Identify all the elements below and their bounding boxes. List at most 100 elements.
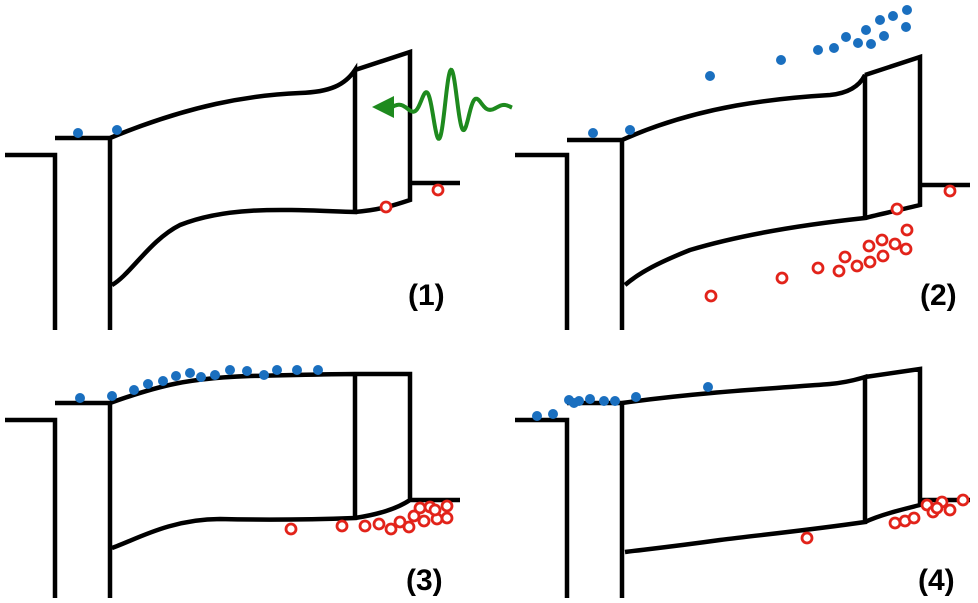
panel-3-electron <box>242 366 252 376</box>
panel-2-electron <box>829 43 839 53</box>
panel-3-electron <box>143 379 153 389</box>
panel-2-hole <box>775 271 789 285</box>
panel-3-hole <box>440 499 454 513</box>
panel-1-electrons <box>73 125 122 138</box>
panel-2-electron <box>861 25 871 35</box>
panel-4-electron <box>703 382 713 392</box>
panel-2-hole <box>888 237 902 251</box>
panel-4-electron <box>585 394 595 404</box>
panel-3-electron <box>272 365 282 375</box>
panel-2-electron <box>901 22 911 32</box>
panel-4: (4) <box>515 366 970 598</box>
panel-3-holes <box>284 499 454 536</box>
panel-2-electron <box>902 5 912 15</box>
panel-3-hole <box>384 522 398 536</box>
panel-3-electron <box>259 370 269 380</box>
panel-4-hole <box>930 501 944 515</box>
panel-3-hole <box>335 519 349 533</box>
panel-2-electron <box>888 11 898 21</box>
panel-2-band-edges <box>515 53 970 330</box>
panel-4-electron <box>569 398 579 408</box>
panel-4-hole <box>907 511 921 525</box>
panel-2-electron <box>866 39 876 49</box>
panel-1: (1) <box>5 48 513 330</box>
panel-2-electron <box>705 71 715 81</box>
panel-4-hole <box>800 531 814 545</box>
panel-4-hole <box>888 516 902 530</box>
panel-4-electron <box>610 396 620 406</box>
panel-3-hole <box>440 511 454 525</box>
panel-3-hole <box>402 520 416 534</box>
panel-3-hole <box>417 514 431 528</box>
panel-4-holes <box>800 493 970 545</box>
panel-3-electron <box>196 372 206 382</box>
panel-3-band-edges <box>5 371 460 598</box>
panel-1-label: (1) <box>408 279 445 312</box>
panel-3-hole <box>413 501 427 515</box>
panel-4-hole <box>943 503 957 517</box>
panel-2-electron <box>841 32 851 42</box>
panel-3-electron <box>129 385 139 395</box>
panel-1-electron <box>112 125 122 135</box>
panel-2-hole <box>850 259 864 273</box>
panel-3-electrons <box>75 365 323 403</box>
panel-2-hole <box>875 233 889 247</box>
panel-4-electron <box>548 409 558 419</box>
panel-2-hole <box>876 249 890 263</box>
panel-3-electron <box>313 365 323 375</box>
panel-2-electron <box>879 31 889 41</box>
panel-4-electron <box>599 396 609 406</box>
panel-3-electron <box>171 371 181 381</box>
panel-1-hole <box>431 183 445 197</box>
panel-3-electron <box>158 376 168 386</box>
panel-2-hole <box>838 250 852 264</box>
panel-4-band-edges <box>515 366 970 598</box>
panel-2-electron <box>625 125 635 135</box>
panel-3-hole <box>284 522 298 536</box>
light-pulse-arrowhead <box>372 96 394 118</box>
panel-3: (3) <box>5 365 460 598</box>
panel-3-hole <box>407 509 421 523</box>
panel-3-electron <box>292 365 302 375</box>
panel-3-electron <box>107 391 117 401</box>
panel-2: (2) <box>515 5 970 330</box>
light-pulse-wave <box>391 67 513 141</box>
panel-2-electron <box>776 55 786 65</box>
light-pulse-arrow <box>372 67 513 141</box>
panel-3-hole <box>372 517 386 531</box>
panel-1-hole <box>379 200 393 214</box>
panel-2-label: (2) <box>920 279 957 312</box>
panel-2-hole <box>704 289 718 303</box>
panel-2-electron <box>813 45 823 55</box>
panel-3-hole <box>358 519 372 533</box>
panel-1-holes <box>379 183 445 214</box>
panel-3-electron <box>225 365 235 375</box>
panel-2-electron <box>588 128 598 138</box>
panel-3-electron <box>75 393 85 403</box>
panel-2-hole <box>899 242 913 256</box>
panel-4-hole <box>956 493 970 507</box>
panel-3-electron <box>210 370 220 380</box>
panel-4-label: (4) <box>918 564 955 597</box>
panel-2-hole <box>862 239 876 253</box>
panel-2-holes <box>704 184 957 303</box>
panel-2-hole <box>943 184 957 198</box>
panel-2-hole <box>890 202 904 216</box>
panel-2-electrons <box>588 5 912 138</box>
panel-2-electron <box>853 38 863 48</box>
panel-2-hole <box>900 223 914 237</box>
panel-2-electron <box>875 15 885 25</box>
panel-4-electron <box>631 392 641 402</box>
panel-1-conduction-band-edge <box>5 48 460 330</box>
panel-4-electrons <box>532 382 713 421</box>
panel-2-hole <box>863 255 877 269</box>
panel-1-electron <box>73 128 83 138</box>
panel-3-hole <box>428 503 442 517</box>
panel-4-electron <box>532 411 542 421</box>
panel-3-label: (3) <box>406 564 443 597</box>
panel-2-hole <box>811 261 825 275</box>
panel-3-electron <box>185 368 195 378</box>
panel-3-hole <box>393 515 407 529</box>
